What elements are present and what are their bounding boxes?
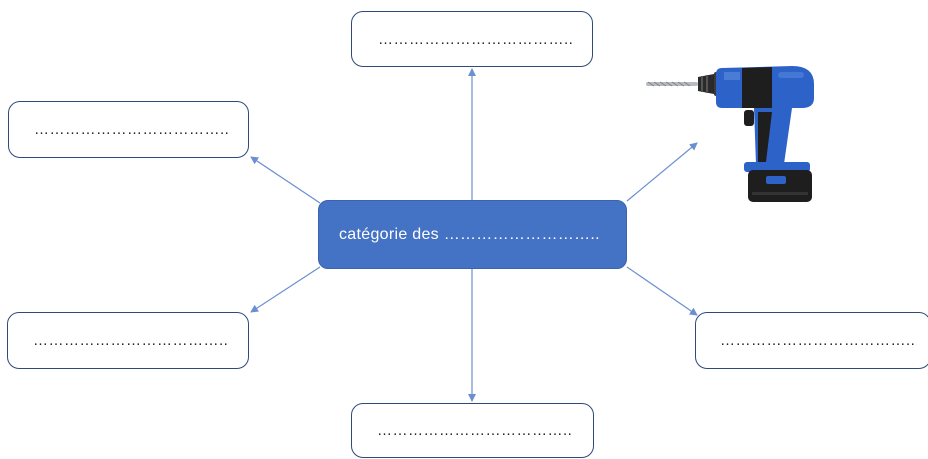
center-category-label: catégorie des ………………………..: [339, 225, 600, 243]
arrow-to-image: [626, 142, 698, 202]
arrow-to-right-bottom: [626, 266, 698, 316]
answer-box-top[interactable]: ………………………………..: [351, 11, 593, 67]
arrow-to-left-bottom: [250, 266, 321, 313]
answer-box-left-bottom-text: ………………………………..: [33, 332, 229, 349]
drill-bit: [646, 81, 698, 87]
answer-box-left-top[interactable]: ………………………………..: [8, 101, 249, 158]
drill-handle: [744, 108, 792, 164]
drill-body: [716, 66, 814, 108]
answer-box-top-text: ………………………………..: [378, 30, 574, 48]
arrow-to-left-top: [250, 156, 321, 204]
answer-box-right-bottom[interactable]: ………………………………..: [695, 312, 928, 369]
answer-box-left-top-text: ………………………………..: [34, 121, 230, 138]
drill-icon: [646, 66, 814, 202]
answer-box-right-bottom-text: ………………………………..: [720, 332, 916, 349]
center-category-box[interactable]: catégorie des ………………………..: [318, 200, 627, 269]
answer-box-left-bottom[interactable]: ………………………………..: [7, 312, 249, 369]
drill-battery: [744, 162, 812, 202]
answer-box-bottom-text: ………………………………..: [377, 422, 573, 439]
answer-box-bottom[interactable]: ………………………………..: [351, 403, 594, 458]
